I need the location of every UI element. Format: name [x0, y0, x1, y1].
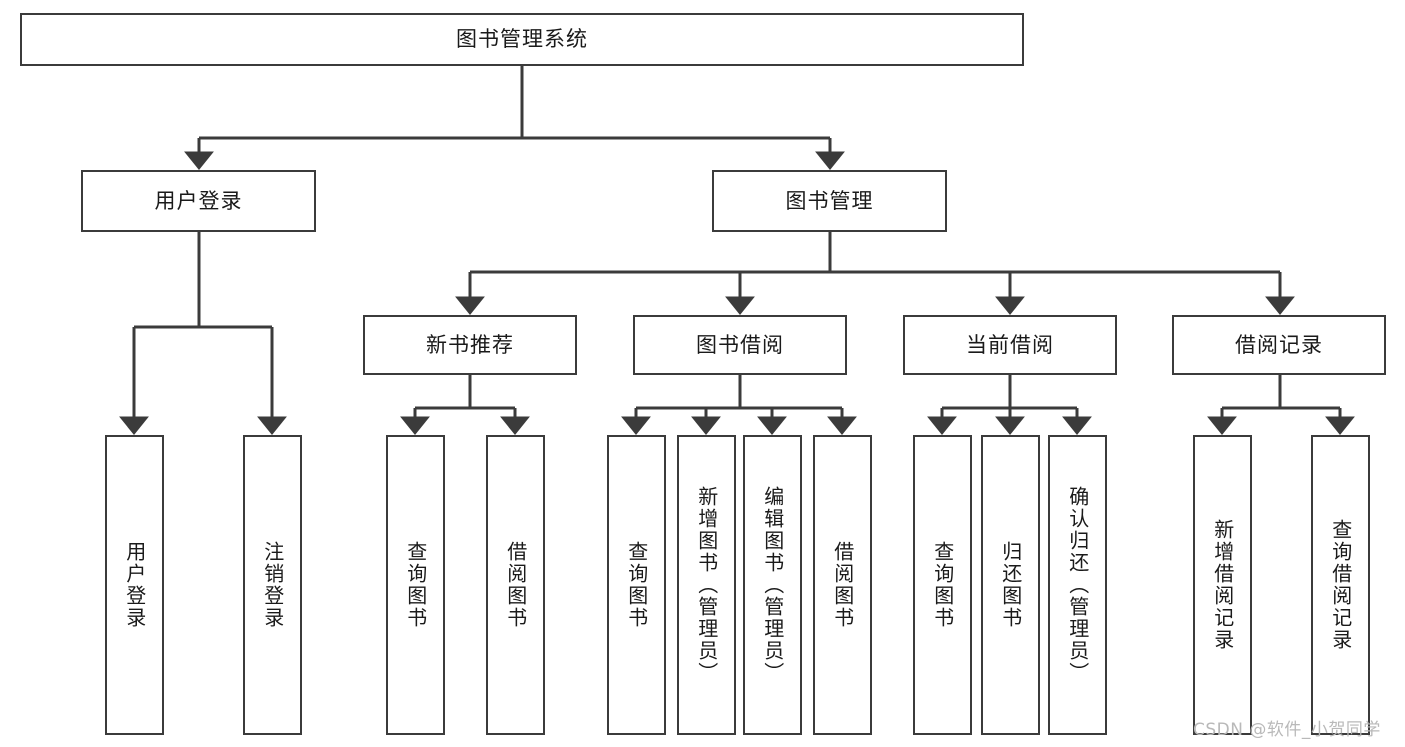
node-borrow-record-label: 借阅记录: [1235, 332, 1323, 357]
leaf-add-record[interactable]: 新增借阅记录: [1193, 435, 1252, 735]
leaf-return-book-label: 归还图书: [998, 541, 1023, 629]
node-user-login[interactable]: 用户登录: [81, 170, 316, 232]
leaf-add-book[interactable]: 新增图书（管理员）: [677, 435, 736, 735]
leaf-confirm-return-label: 确认归还（管理员）: [1065, 486, 1090, 684]
leaf-query-book-2-label: 查询图书: [624, 541, 649, 629]
node-new-book-recommend[interactable]: 新书推荐: [363, 315, 577, 375]
leaf-edit-book-label: 编辑图书（管理员）: [760, 486, 785, 684]
leaf-borrow-book-1-label: 借阅图书: [503, 541, 528, 629]
leaf-logout[interactable]: 注销登录: [243, 435, 302, 735]
leaf-add-book-label: 新增图书（管理员）: [694, 486, 719, 684]
node-root[interactable]: 图书管理系统: [20, 13, 1024, 66]
leaf-user-login[interactable]: 用户登录: [105, 435, 164, 735]
node-book-manage-label: 图书管理: [785, 188, 874, 213]
leaf-query-record[interactable]: 查询借阅记录: [1311, 435, 1370, 735]
leaf-confirm-return[interactable]: 确认归还（管理员）: [1048, 435, 1107, 735]
leaf-user-login-label: 用户登录: [122, 541, 147, 629]
leaf-borrow-book-2-label: 借阅图书: [830, 541, 855, 629]
node-root-label: 图书管理系统: [456, 27, 588, 52]
node-book-manage[interactable]: 图书管理: [712, 170, 947, 232]
leaf-query-book-3-label: 查询图书: [930, 541, 955, 629]
node-borrow-record[interactable]: 借阅记录: [1172, 315, 1386, 375]
leaf-query-record-label: 查询借阅记录: [1328, 519, 1353, 651]
leaf-add-record-label: 新增借阅记录: [1210, 519, 1235, 651]
leaf-logout-label: 注销登录: [260, 541, 285, 629]
leaf-query-book-1-label: 查询图书: [403, 541, 428, 629]
leaf-query-book-2[interactable]: 查询图书: [607, 435, 666, 735]
node-current-borrow-label: 当前借阅: [966, 332, 1054, 357]
node-new-book-recommend-label: 新书推荐: [426, 332, 514, 357]
leaf-query-book-3[interactable]: 查询图书: [913, 435, 972, 735]
node-book-borrow[interactable]: 图书借阅: [633, 315, 847, 375]
leaf-edit-book[interactable]: 编辑图书（管理员）: [743, 435, 802, 735]
leaf-query-book-1[interactable]: 查询图书: [386, 435, 445, 735]
leaf-borrow-book-2[interactable]: 借阅图书: [813, 435, 872, 735]
leaf-borrow-book-1[interactable]: 借阅图书: [486, 435, 545, 735]
node-user-login-label: 用户登录: [154, 188, 243, 213]
node-current-borrow[interactable]: 当前借阅: [903, 315, 1117, 375]
leaf-return-book[interactable]: 归还图书: [981, 435, 1040, 735]
node-book-borrow-label: 图书借阅: [696, 332, 784, 357]
